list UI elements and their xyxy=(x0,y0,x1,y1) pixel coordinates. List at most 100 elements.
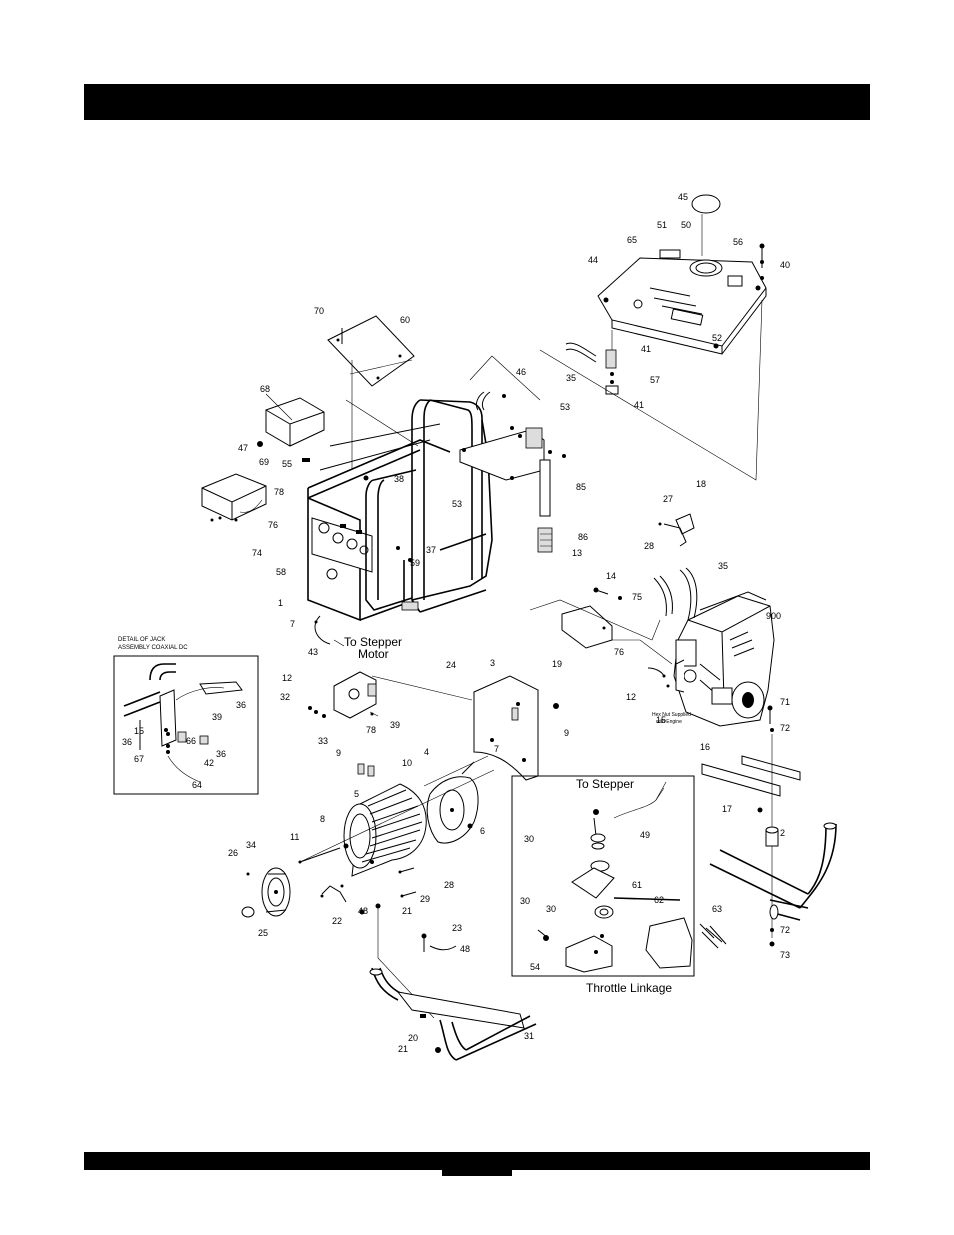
label-60: 60 xyxy=(400,315,410,325)
label-40: 40 xyxy=(780,260,790,270)
to-stepper-caption: To Stepper xyxy=(576,777,634,791)
label-37: 37 xyxy=(426,545,436,555)
to-stepper-motor-1: To Stepper xyxy=(344,635,402,649)
label-58: 58 xyxy=(276,567,286,577)
header-bar xyxy=(84,84,870,120)
label-62: 62 xyxy=(654,895,664,905)
label-57: 57 xyxy=(650,375,660,385)
bracket-19 xyxy=(561,605,613,649)
label-44: 44 xyxy=(588,255,598,265)
label-49: 49 xyxy=(640,830,650,840)
label-26: 26 xyxy=(228,848,238,858)
label-15: 15 xyxy=(656,715,666,725)
fuel-tank xyxy=(597,194,767,355)
label-68: 68 xyxy=(260,384,270,394)
not-supplied-1: Hex Nut Supplied xyxy=(652,712,691,718)
label-55: 55 xyxy=(282,459,292,469)
label-9: 9 xyxy=(564,728,569,738)
label-34: 34 xyxy=(246,840,256,850)
label-48b: 48 xyxy=(460,944,470,954)
choke-parts-18-27-28 xyxy=(658,513,695,547)
label-36c: 36 xyxy=(216,749,226,759)
label-39-jack: 39 xyxy=(212,712,222,722)
rotor-bolt-11 xyxy=(298,843,349,864)
label-30b: 30 xyxy=(520,896,530,906)
stator-5 xyxy=(343,783,427,877)
label-35b: 35 xyxy=(718,561,728,571)
label-12: 12 xyxy=(626,692,636,702)
bolts-28-29 xyxy=(375,867,417,909)
label-2: 2 xyxy=(780,828,785,838)
label-16: 16 xyxy=(700,742,710,752)
label-64: 64 xyxy=(192,780,202,790)
jack-detail-caption-2: ASSEMBLY COAXIAL DC xyxy=(118,645,188,651)
label-74: 74 xyxy=(252,548,262,558)
label-30c: 30 xyxy=(546,904,556,914)
label-23: 23 xyxy=(452,923,462,933)
rubber-mount-2-17 xyxy=(757,807,779,847)
label-41: 41 xyxy=(641,344,651,354)
label-1: 1 xyxy=(278,598,283,608)
label-30a: 30 xyxy=(524,834,534,844)
bolts-9 xyxy=(357,763,375,777)
label-38: 38 xyxy=(394,474,404,484)
label-900: 900 xyxy=(766,611,781,621)
label-69: 69 xyxy=(259,457,269,467)
label-27: 27 xyxy=(663,494,673,504)
label-72b: 72 xyxy=(780,925,790,935)
hose-35-75 xyxy=(653,567,698,621)
label-54: 54 xyxy=(530,962,540,972)
label-67: 67 xyxy=(134,754,144,764)
jack-detail-caption-1: DETAIL OF JACK xyxy=(118,637,165,643)
to-stepper-motor-2: Motor xyxy=(358,647,389,661)
label-50: 50 xyxy=(681,220,691,230)
label-45: 45 xyxy=(678,192,688,202)
handle-tube-85 xyxy=(537,459,553,553)
label-61: 61 xyxy=(632,880,642,890)
label-9b: 9 xyxy=(336,748,341,758)
control-box-68 xyxy=(257,397,325,447)
label-13: 13 xyxy=(572,548,582,558)
label-5: 5 xyxy=(354,789,359,799)
label-17: 17 xyxy=(722,804,732,814)
label-25: 25 xyxy=(258,928,268,938)
footer-page-tab xyxy=(442,1152,512,1176)
label-18: 18 xyxy=(696,479,706,489)
label-70: 70 xyxy=(314,306,324,316)
label-52: 52 xyxy=(712,333,722,343)
label-35: 35 xyxy=(566,373,576,383)
label-39: 39 xyxy=(390,720,400,730)
label-20: 20 xyxy=(408,1033,418,1043)
label-53b: 53 xyxy=(452,499,462,509)
label-8: 8 xyxy=(320,814,325,824)
label-48: 48 xyxy=(358,906,368,916)
label-29: 29 xyxy=(420,894,430,904)
engine-adapter-34 xyxy=(241,867,291,918)
label-42: 42 xyxy=(204,758,214,768)
jack-detail-box xyxy=(113,655,259,795)
rear-bearing-carrier-24 xyxy=(473,675,559,781)
label-43: 43 xyxy=(308,647,318,657)
label-21b: 21 xyxy=(398,1044,408,1054)
label-71: 71 xyxy=(780,697,790,707)
engine-900 xyxy=(673,591,775,727)
label-15-jack: 15 xyxy=(134,726,144,736)
label-7: 7 xyxy=(290,619,295,629)
label-78b: 78 xyxy=(366,725,376,735)
label-3: 3 xyxy=(490,658,495,668)
label-31: 31 xyxy=(524,1031,534,1041)
label-47: 47 xyxy=(238,443,248,453)
label-78: 78 xyxy=(274,487,284,497)
label-75: 75 xyxy=(632,592,642,602)
hose-46 xyxy=(475,391,506,411)
part-labels: 45 51 50 65 56 44 40 52 41 35 57 41 70 6… xyxy=(122,192,790,1054)
label-59: 59 xyxy=(410,558,420,568)
rotor-4 xyxy=(423,755,489,844)
label-46: 46 xyxy=(516,367,526,377)
label-53: 53 xyxy=(560,402,570,412)
label-11: 11 xyxy=(290,832,299,842)
label-73: 73 xyxy=(780,950,790,960)
label-24: 24 xyxy=(446,660,456,670)
label-85: 85 xyxy=(576,482,586,492)
